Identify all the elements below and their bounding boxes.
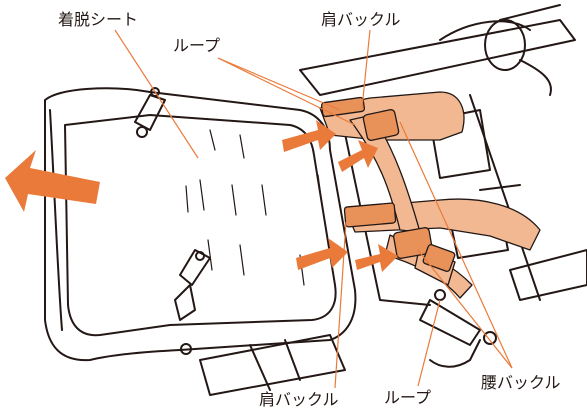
shoulder-buckle-top-left [320,96,366,118]
label-seat-sheet: 着脱シート [58,10,139,29]
waist-buckle-a [392,227,434,259]
shoulder-buckle-top-right [362,109,400,141]
remove-arrow-left [5,150,100,212]
arrow-bottom-2 [355,244,398,272]
label-loop-bottom: ループ [384,388,432,407]
arrow-top-2 [338,140,378,172]
waist-buckle-b [422,244,456,272]
shoulder-buckle-bottom [343,202,397,228]
arrow-top-1 [282,120,336,152]
label-loop-top: ループ [173,36,221,55]
seat-sheet [44,87,357,362]
stroller-frame [199,4,587,396]
arrow-bottom-1 [296,238,348,270]
leader-lines [114,29,513,389]
label-shoulder-buckle-bottom: 肩バックル [259,390,339,409]
harness-straps [319,91,541,299]
label-shoulder-buckle-top: 肩バックル [321,10,401,29]
buckles [320,96,456,272]
action-arrows [5,120,398,272]
label-waist-buckle: 腰バックル [481,373,561,392]
